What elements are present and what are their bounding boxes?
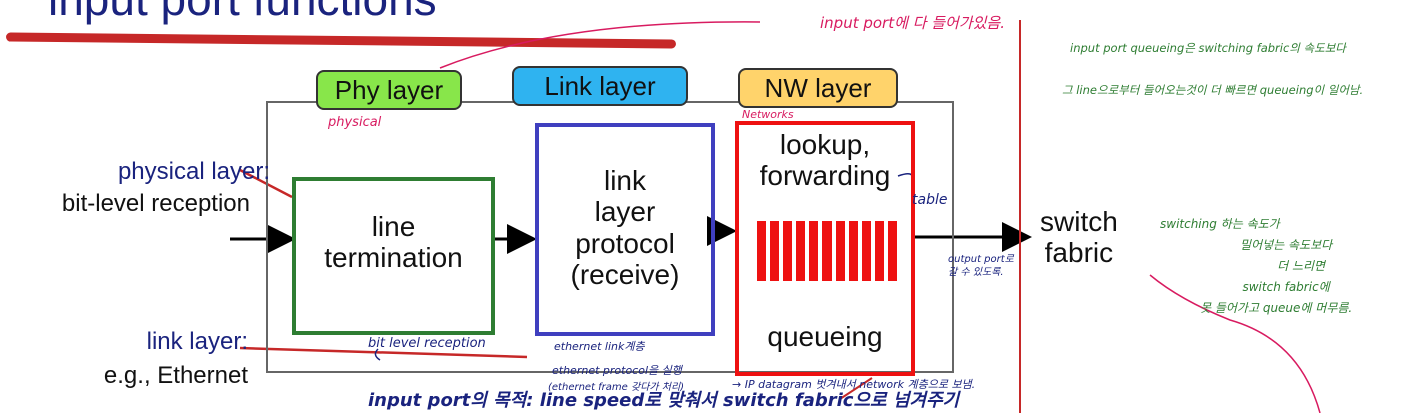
- output-note: output port로 갈 수 있도록.: [948, 253, 1014, 279]
- line-termination-box: line termination: [292, 177, 495, 335]
- physical-note: physical: [328, 115, 382, 130]
- link-layer-title: link layer:: [146, 328, 248, 355]
- queue-bar: [757, 221, 767, 281]
- queue-bar: [822, 221, 832, 281]
- link-protocol-box: link layer protocol (receive): [535, 123, 715, 336]
- switching-note-2: 밀어넣는 속도보다: [1240, 238, 1333, 252]
- ethernet-note-3: (ethernet frame 갖다가 처리): [548, 382, 685, 393]
- nw-line1: lookup,: [779, 129, 871, 160]
- queue-bar: [848, 221, 858, 281]
- ip-note: → IP datagram 벗겨내서 network 계층으로 보냄.: [732, 378, 976, 391]
- switch-fabric-line2: fabric: [1044, 237, 1114, 269]
- queue-bar: [861, 221, 871, 281]
- queue-bar: [796, 221, 806, 281]
- switch-fabric-line1: switch: [1040, 206, 1118, 237]
- link-pointer-line: [239, 346, 528, 359]
- link-protocol-line2: layer: [594, 196, 656, 228]
- table-note: table: [912, 192, 948, 208]
- tab-phy-layer: Phy layer: [316, 70, 462, 110]
- output-note-1: output port로: [948, 254, 1014, 265]
- networks-note: Networks: [742, 108, 794, 121]
- right-note-1: input port queueing은 switching fabric의 속…: [1070, 41, 1346, 55]
- nw-layer-box: lookup, forwarding queueing: [735, 121, 915, 376]
- line-termination-line2: termination: [324, 242, 463, 274]
- link-protocol-line1: link: [603, 165, 646, 196]
- switch-fabric-label: switch fabric: [1040, 206, 1118, 269]
- queue-bar: [770, 221, 780, 281]
- link-layer-desc: e.g., Ethernet: [103, 362, 248, 389]
- queueing-label: queueing: [767, 321, 883, 352]
- line-termination-line1: line: [371, 211, 416, 242]
- purpose-strike: [839, 377, 873, 400]
- right-note-2: 그 line으로부터 들어오는것이 더 빠르면 queueing이 일어남.: [1062, 83, 1364, 97]
- tab-nw-layer: NW layer: [738, 68, 898, 108]
- queue-bar: [887, 221, 897, 281]
- link-protocol-line4: (receive): [570, 259, 680, 291]
- ethernet-note-1: ethernet link계층: [554, 340, 645, 353]
- page-title: input port functions: [48, 0, 437, 26]
- top-note: input port에 다 들어가있음.: [820, 14, 1006, 32]
- output-note-2: 갈 수 있도록.: [948, 267, 1004, 278]
- bit-level-tick: [374, 348, 381, 361]
- queue-bar: [783, 221, 793, 281]
- nw-line2: forwarding: [759, 160, 891, 192]
- bit-level-note: bit level reception: [368, 336, 486, 351]
- top-note-curve: [439, 21, 761, 69]
- queue-bar: [809, 221, 819, 281]
- switching-note-5: 못 들어가고 queue에 머무름.: [1200, 301, 1353, 315]
- physical-layer-desc: bit-level reception: [61, 190, 250, 217]
- physical-layer-title: physical layer:: [117, 158, 270, 185]
- switching-note: switching 하는 속도가 밀어넣는 속도보다 더 느리면 switch …: [1160, 214, 1352, 319]
- queue-bar: [835, 221, 845, 281]
- link-protocol-line3: protocol: [575, 227, 675, 259]
- tab-link-layer: Link layer: [512, 66, 688, 106]
- ethernet-note-2: ethernet protocol을 실행: [552, 364, 682, 377]
- queue-bar: [874, 221, 884, 281]
- purpose-note: input port의 목적: line speed로 맞춰서 switch f…: [368, 390, 960, 411]
- queue-buffer: [757, 221, 897, 281]
- switching-note-4: switch fabric에: [1242, 280, 1330, 294]
- switching-note-3: 더 느리면: [1277, 259, 1326, 273]
- switching-note-1: switching 하는 속도가: [1160, 217, 1280, 231]
- fabric-curve: [1149, 274, 1321, 413]
